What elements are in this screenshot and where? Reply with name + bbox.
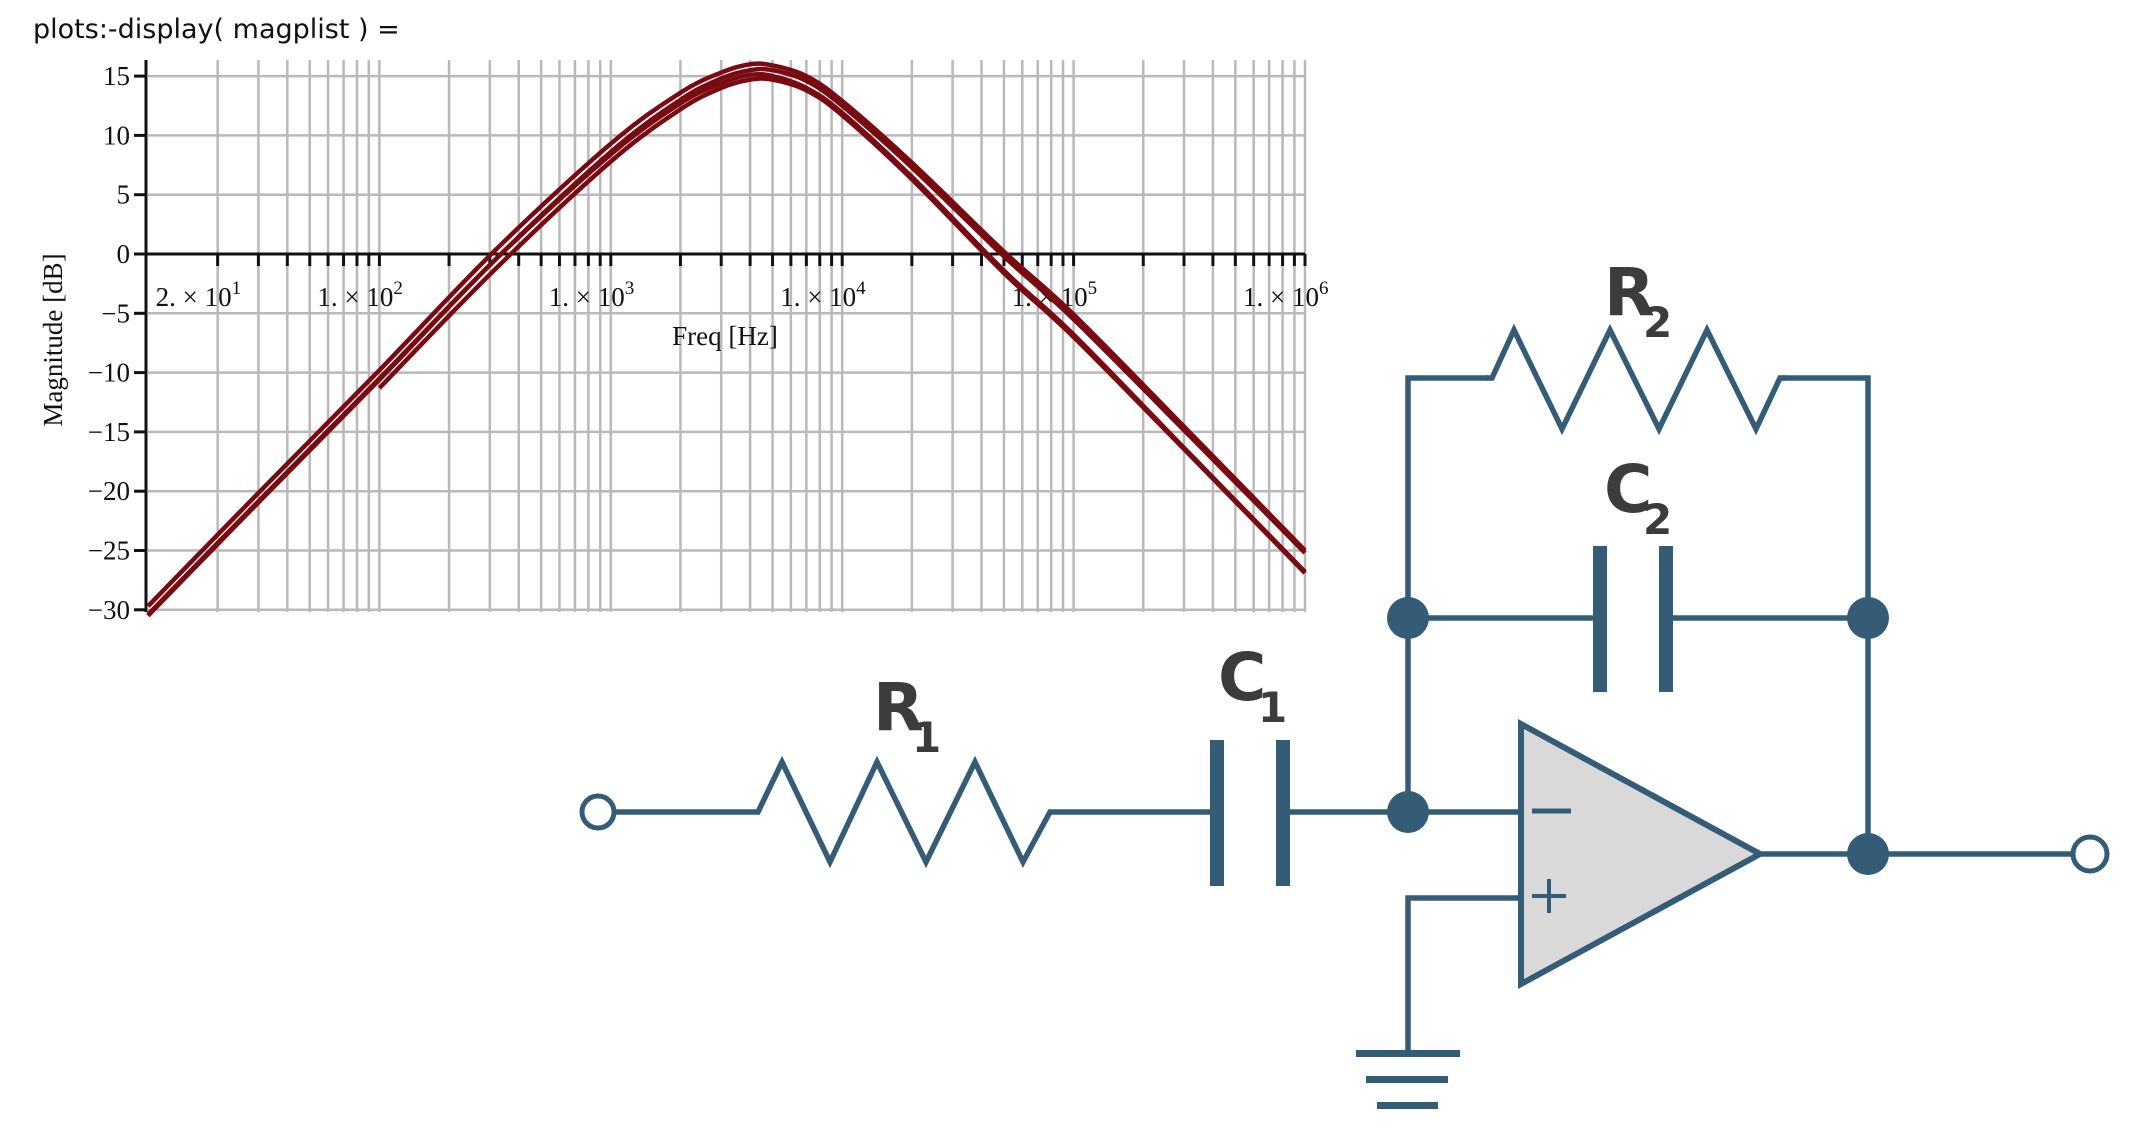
op-amp — [1518, 718, 1767, 990]
op-amp-triangle — [1518, 718, 1767, 990]
y-tick-label: −30 — [88, 595, 130, 625]
capacitor-c2-plate-left — [1593, 546, 1607, 692]
series-line-curve-1 — [146, 61, 1307, 608]
junction-node-inverting — [1387, 791, 1429, 833]
resistor-r1: R 1 — [752, 669, 1060, 869]
y-tick-label: −15 — [88, 417, 130, 447]
capacitor-c2: C 2 — [1408, 451, 1868, 692]
feedback-left-wire — [1405, 375, 1488, 812]
label-r1-letter: R — [873, 669, 924, 746]
label-c1-subscript: 1 — [1258, 683, 1287, 732]
ground-bar-1 — [1356, 1050, 1460, 1057]
y-tick-label: −20 — [88, 476, 130, 506]
input-terminal — [579, 793, 617, 831]
ground-bar-3 — [1377, 1102, 1438, 1109]
x-tick-label: 1. × 106 — [1243, 278, 1328, 312]
series-curves — [146, 61, 1307, 618]
resistor-r1-zigzag — [752, 755, 1060, 869]
junction-node-feedback-right — [1847, 597, 1889, 639]
label-c2-letter: C — [1604, 451, 1652, 528]
y-tick-label: −10 — [88, 358, 130, 388]
x-tick-label: 1. × 104 — [780, 278, 866, 312]
junction-node-output — [1847, 833, 1889, 875]
capacitor-c1-plate-right — [1276, 740, 1290, 886]
y-tick-label: 15 — [103, 61, 130, 91]
y-tick-label: −5 — [101, 298, 130, 328]
wire-noninverting-ground — [1405, 895, 1521, 1055]
label-r2-subscript: 2 — [1643, 298, 1672, 347]
y-tick-label: 10 — [103, 120, 130, 150]
junction-node-feedback-left — [1387, 597, 1429, 639]
x-tick-label: 1. × 102 — [317, 278, 402, 312]
feedback-right-wire — [1782, 375, 1871, 854]
grid — [148, 60, 1307, 612]
label-r2-letter: R — [1604, 254, 1655, 331]
capacitor-c1-plate-left — [1210, 740, 1224, 886]
resistor-r2-zigzag — [1486, 323, 1786, 436]
label-r1-subscript: 1 — [912, 713, 941, 762]
resistor-r2: R 2 — [1486, 254, 1786, 436]
ground-icon — [1356, 1050, 1460, 1109]
series-line-curve-4 — [377, 76, 1307, 575]
ground-bar-2 — [1366, 1076, 1448, 1083]
capacitor-c2-plate-right — [1659, 546, 1673, 692]
y-tick-label: −25 — [88, 536, 130, 566]
bandpass-circuit-diagram: R 1 C 1 R 2 — [579, 254, 2110, 1109]
y-tick-labels: 15 10 5 0 −5 −10 −15 −20 −25 −30 — [88, 61, 130, 625]
y-tick-label: 0 — [117, 239, 131, 269]
axes — [134, 60, 1307, 612]
x-tick-label: 1. × 103 — [549, 278, 634, 312]
label-c2-subscript: 2 — [1643, 495, 1672, 544]
label-c1-letter: C — [1218, 639, 1266, 716]
y-axis-label: Magnitude [dB] — [38, 253, 68, 426]
x-axis-label: Freq [Hz] — [672, 321, 778, 351]
capacitor-c1: C 1 — [1210, 639, 1290, 886]
output-terminal — [2070, 834, 2110, 874]
magnitude-plot: 15 10 5 0 −5 −10 −15 −20 −25 −30 2. × 101 1. × 102… — [38, 60, 1328, 625]
x-tick-label: 2. × 101 — [156, 278, 241, 312]
y-tick-label: 5 — [117, 180, 131, 210]
maple-command-text: plots:-display( magplist ) = — [33, 14, 400, 45]
